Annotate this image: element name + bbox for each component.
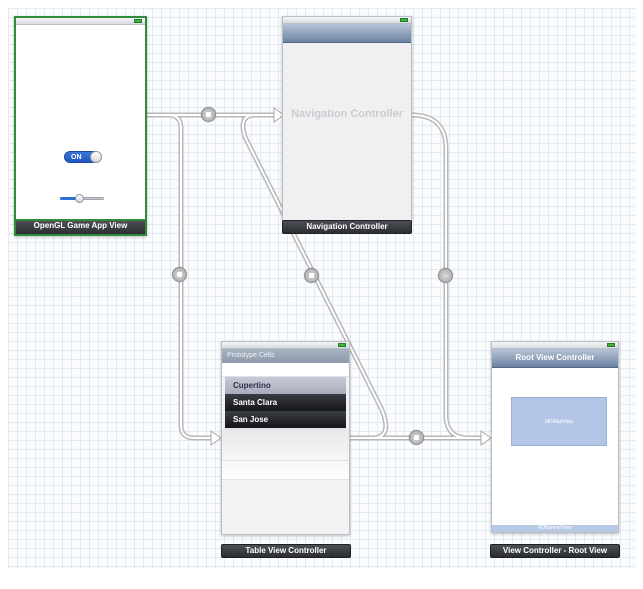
battery-icon xyxy=(607,343,615,347)
row-divider xyxy=(222,460,349,461)
battery-icon xyxy=(338,343,346,347)
status-bar xyxy=(16,18,145,25)
navigation-controller-title: Navigation Controller xyxy=(291,108,403,120)
status-bar xyxy=(283,17,411,24)
status-bar xyxy=(492,342,618,349)
scene-label-opengl[interactable]: OpenGL Game App View xyxy=(14,219,147,236)
battery-icon xyxy=(400,18,408,22)
table-spacer-row xyxy=(222,363,349,377)
navigation-bar xyxy=(283,24,411,43)
status-bar xyxy=(222,342,349,349)
switch-knob xyxy=(90,151,102,163)
arrowhead-navigation xyxy=(273,107,285,123)
segue-modal-glyph: ↔ xyxy=(442,272,449,279)
scene-table-view-controller[interactable]: Prototype Cells Cupertino Santa Clara Sa… xyxy=(221,341,350,535)
scene-label-table[interactable]: Table View Controller xyxy=(221,544,351,558)
segue-relationship-icon[interactable] xyxy=(304,268,319,283)
scene-label-rootview[interactable]: View Controller - Root View xyxy=(490,544,620,558)
slider-fill xyxy=(60,197,80,200)
on-off-switch[interactable]: ON xyxy=(64,151,102,163)
scene-label-navigation[interactable]: Navigation Controller xyxy=(282,220,412,234)
battery-icon xyxy=(134,19,142,23)
segue-push-icon[interactable] xyxy=(409,430,424,445)
switch-label: ON xyxy=(71,154,82,161)
row-divider xyxy=(222,479,349,480)
table-cell[interactable]: Cupertino xyxy=(225,377,346,395)
arrowhead-table xyxy=(210,430,222,446)
segue-push-icon[interactable] xyxy=(172,267,187,282)
table-cell-reflection xyxy=(222,429,349,479)
arrowhead-rootview xyxy=(480,430,492,446)
segue-arrowheads xyxy=(210,107,492,446)
segue-glyph xyxy=(206,112,211,117)
segue-glyph xyxy=(309,273,314,278)
table-cell[interactable]: San Jose xyxy=(225,411,346,429)
prototype-cells-header: Prototype Cells xyxy=(222,349,349,363)
segue-modal-icon[interactable]: ↔ xyxy=(438,268,453,283)
segue-push-icon[interactable] xyxy=(201,107,216,122)
scene-opengl-game-app-view[interactable]: ON xyxy=(14,16,147,236)
banner-view: ADBannerView xyxy=(492,525,618,532)
prototype-cell-group: Cupertino Santa Clara San Jose xyxy=(225,377,346,429)
root-view-navigation-bar: Root View Controller xyxy=(492,349,618,368)
slider-knob[interactable] xyxy=(75,194,85,203)
segue-glyph xyxy=(177,272,182,277)
table-cell[interactable]: Santa Clara xyxy=(225,394,346,412)
segue-glyph xyxy=(414,435,419,440)
scene-root-view-controller[interactable]: Root View Controller MKMapView ADBannerV… xyxy=(491,341,619,533)
scene-navigation-controller[interactable]: Navigation Controller xyxy=(282,16,412,221)
map-view: MKMapView xyxy=(511,397,607,446)
